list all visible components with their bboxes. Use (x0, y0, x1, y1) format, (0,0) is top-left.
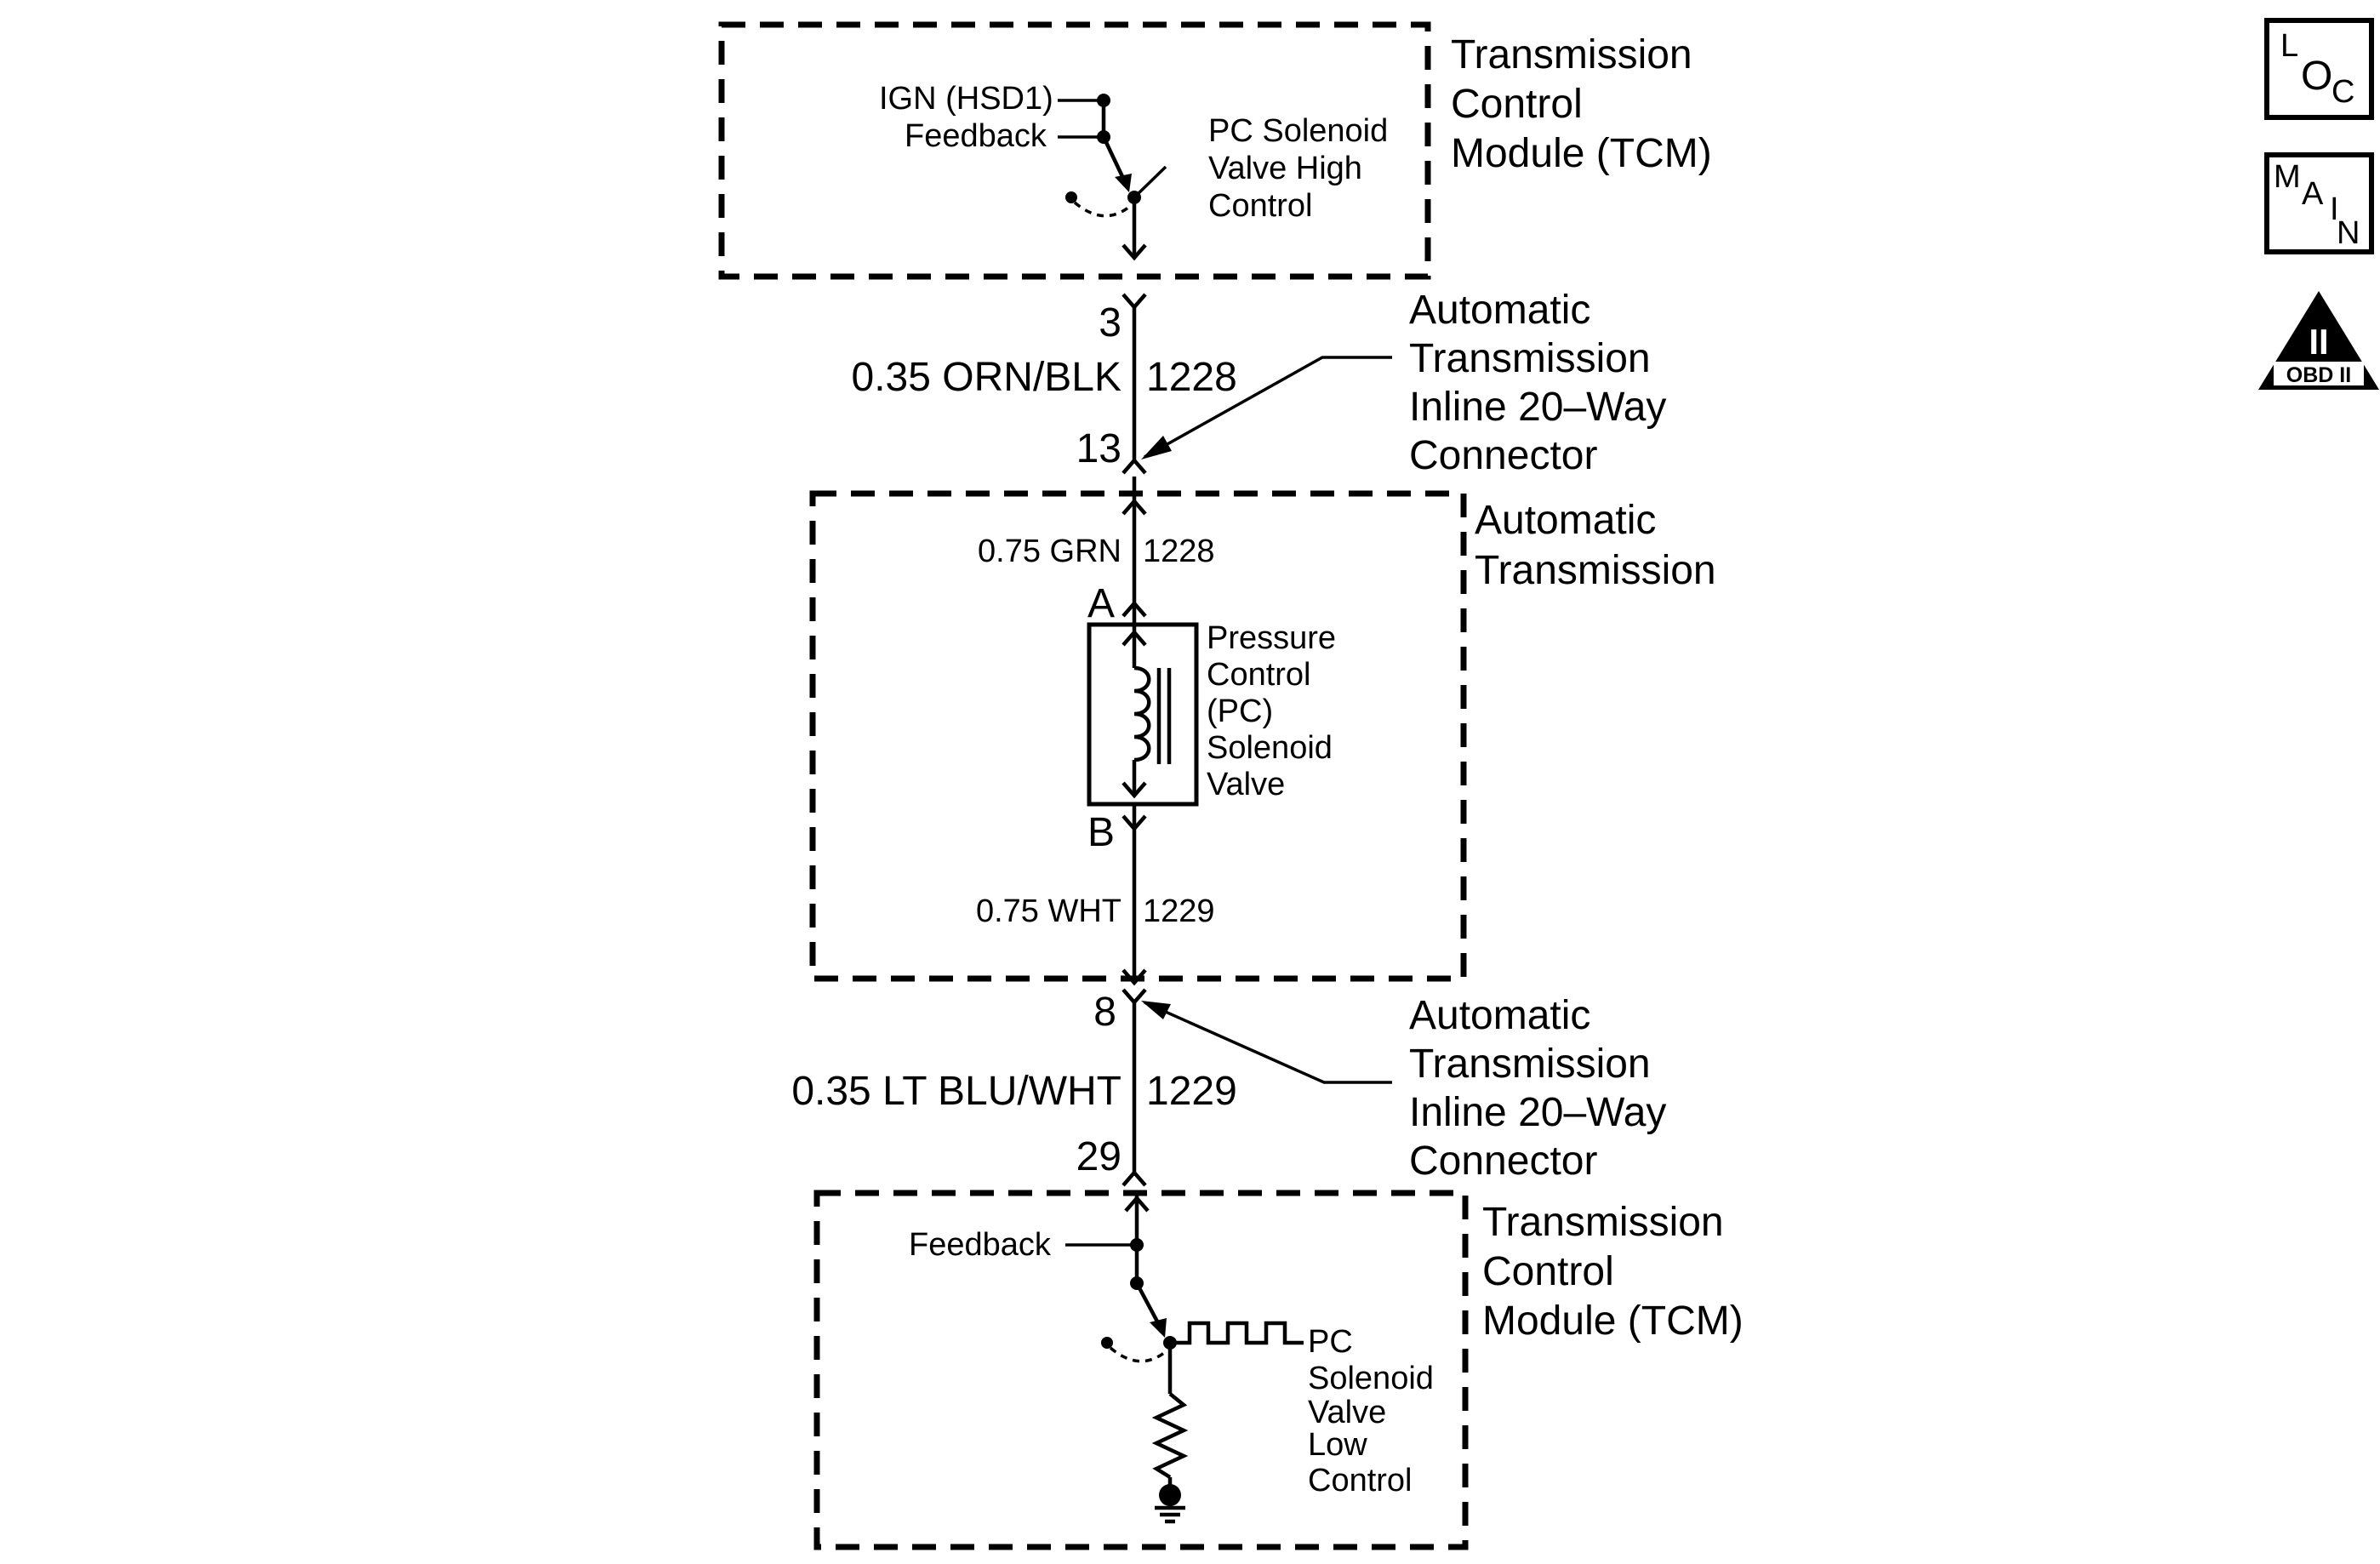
loc-letter-c: C (2331, 74, 2354, 110)
high-switch-arc (1073, 201, 1130, 218)
solenoid-coil (1133, 665, 1151, 762)
upper-connector-label-1: Automatic (1409, 288, 1590, 333)
low-switch-open-contact (1101, 1337, 1113, 1349)
tcm-bottom-module: Transmission Control Module (TCM) Feedba… (813, 1190, 1744, 1550)
upper-connector-leader-arrow (1141, 436, 1172, 459)
lower-connector-label-4: Connector (1409, 1139, 1597, 1184)
high-control-label-1: PC Solenoid (1208, 113, 1388, 149)
main-letter-m: M (2274, 159, 2301, 195)
solenoid-label-2: Control (1207, 657, 1311, 693)
loc-icon[interactable] (2264, 18, 2374, 120)
main-button[interactable]: M A I N (2264, 152, 2374, 254)
pin-29-connector (1122, 1169, 1147, 1187)
low-control-label-2: Solenoid (1308, 1361, 1434, 1396)
lower-connector-label-3: Inline 20–Way (1409, 1090, 1666, 1135)
high-switch-open-contact (1065, 191, 1077, 203)
tcm-bottom-input-arrow (1124, 1195, 1150, 1213)
lower-connector-label-2: Transmission (1409, 1042, 1651, 1087)
pin-a-label: A (1087, 581, 1115, 626)
tcm-bottom-feedback-node (1130, 1238, 1144, 1252)
solenoid-label-3: (PC) (1207, 694, 1273, 729)
main-icon[interactable] (2264, 152, 2374, 254)
tcm-bottom-title-3: Module (TCM) (1482, 1299, 1744, 1344)
solenoid-label-5: Valve (1207, 767, 1285, 802)
harness-upper-circuit: 1228 (1146, 355, 1237, 400)
harness-upper: 3 0.35 ORN/BLK 1228 13 Automatic Transmi… (852, 288, 1667, 478)
tcm-top-feedback-label: Feedback (905, 118, 1047, 154)
resistor-zigzag (1151, 1392, 1189, 1479)
ign-hsd1-label: IGN (HSD1) (879, 81, 1053, 117)
loc-letter-l: L (2280, 28, 2298, 64)
trans-bottom-wire-circuit: 1229 (1143, 893, 1215, 929)
tcm-top-title-2: Control (1451, 82, 1583, 127)
trans-bottom-arrow (1122, 968, 1147, 986)
obd-ii-numeral: II (2309, 322, 2328, 362)
obd-ii-button[interactable]: II OBD II (2258, 291, 2379, 390)
main-letter-i: I (2330, 191, 2339, 227)
high-control-label-3: Control (1208, 188, 1313, 224)
lower-connector-leader (1144, 1001, 1392, 1084)
pin-13-connector (1122, 457, 1147, 475)
transmission-title-1: Automatic (1475, 498, 1656, 543)
harness-upper-wire-color: 0.35 ORN/BLK (852, 355, 1122, 400)
pin-b-label: B (1087, 810, 1115, 855)
pin-8-label: 8 (1093, 990, 1116, 1035)
low-control-label-5: Control (1308, 1463, 1413, 1498)
lower-connector-leader-arrow (1141, 1001, 1171, 1019)
low-control-label-1: PC (1308, 1324, 1353, 1360)
solenoid-label-1: Pressure (1207, 620, 1336, 656)
loc-button[interactable]: L O C (2264, 18, 2374, 120)
solenoid-inner-bottom-arrow (1122, 781, 1147, 799)
obd-ii-band (2274, 362, 2364, 385)
lower-connector-label-1: Automatic (1409, 993, 1590, 1038)
harness-lower-circuit: 1229 (1146, 1069, 1237, 1114)
trans-top-wire-color: 0.75 GRN (978, 534, 1122, 569)
pin-8-connector (1122, 988, 1147, 1006)
loc-letter-o: O (2301, 54, 2332, 99)
pin-29-label: 29 (1076, 1134, 1122, 1179)
pin-a-connector (1122, 600, 1147, 618)
low-control-label-3: Valve (1308, 1395, 1386, 1430)
high-switch-arrow (1115, 174, 1132, 192)
pin-3-connector (1122, 293, 1147, 311)
harness-lower-wire-color: 0.35 LT BLU/WHT (791, 1069, 1122, 1114)
upper-connector-label-3: Inline 20–Way (1409, 385, 1666, 430)
low-switch-arc (1109, 1346, 1166, 1363)
harness-lower: 8 0.35 LT BLU/WHT 1229 29 Automatic Tran… (791, 988, 1666, 1187)
low-control-label-4: Low (1308, 1427, 1367, 1463)
upper-connector-leader (1144, 356, 1392, 459)
tcm-top-module: Transmission Control Module (TCM) IGN (H… (718, 21, 1712, 280)
obd-ii-text: OBD II (2286, 363, 2351, 387)
transmission-module: Automatic Transmission 0.75 GRN 1228 A P… (809, 477, 1716, 986)
tcm-top-output-arrow (1122, 243, 1147, 261)
low-switch-arrow (1150, 1318, 1167, 1338)
tcm-bottom-title-1: Transmission (1482, 1200, 1724, 1245)
ign-node (1097, 94, 1110, 107)
trans-top-wire-circuit: 1228 (1143, 534, 1215, 569)
pin-3-label: 3 (1099, 300, 1122, 345)
upper-connector-label-2: Transmission (1409, 336, 1651, 381)
high-switch-label-leader (1133, 165, 1167, 199)
trans-top-arrow (1122, 498, 1147, 516)
tcm-top-title-3: Module (TCM) (1451, 131, 1712, 176)
tcm-bottom-title-2: Control (1482, 1249, 1614, 1294)
trans-bottom-wire-color: 0.75 WHT (976, 893, 1122, 929)
solenoid-label-4: Solenoid (1207, 730, 1333, 766)
pin-13-label: 13 (1076, 426, 1122, 471)
tcm-top-title-1: Transmission (1451, 32, 1692, 77)
main-letter-n: N (2337, 215, 2360, 251)
upper-connector-label-4: Connector (1409, 433, 1597, 478)
tcm-top-boundary (718, 21, 1431, 280)
solenoid-body (1087, 622, 1199, 807)
pwm-signal-icon (1170, 1321, 1304, 1345)
main-letter-a: A (2302, 176, 2324, 212)
transmission-title-2: Transmission (1475, 548, 1716, 593)
tcm-bottom-boundary (813, 1190, 1469, 1550)
high-control-label-2: Valve High (1208, 151, 1362, 186)
tcm-bottom-feedback-label: Feedback (909, 1227, 1052, 1263)
pin-b-connector (1122, 814, 1147, 832)
